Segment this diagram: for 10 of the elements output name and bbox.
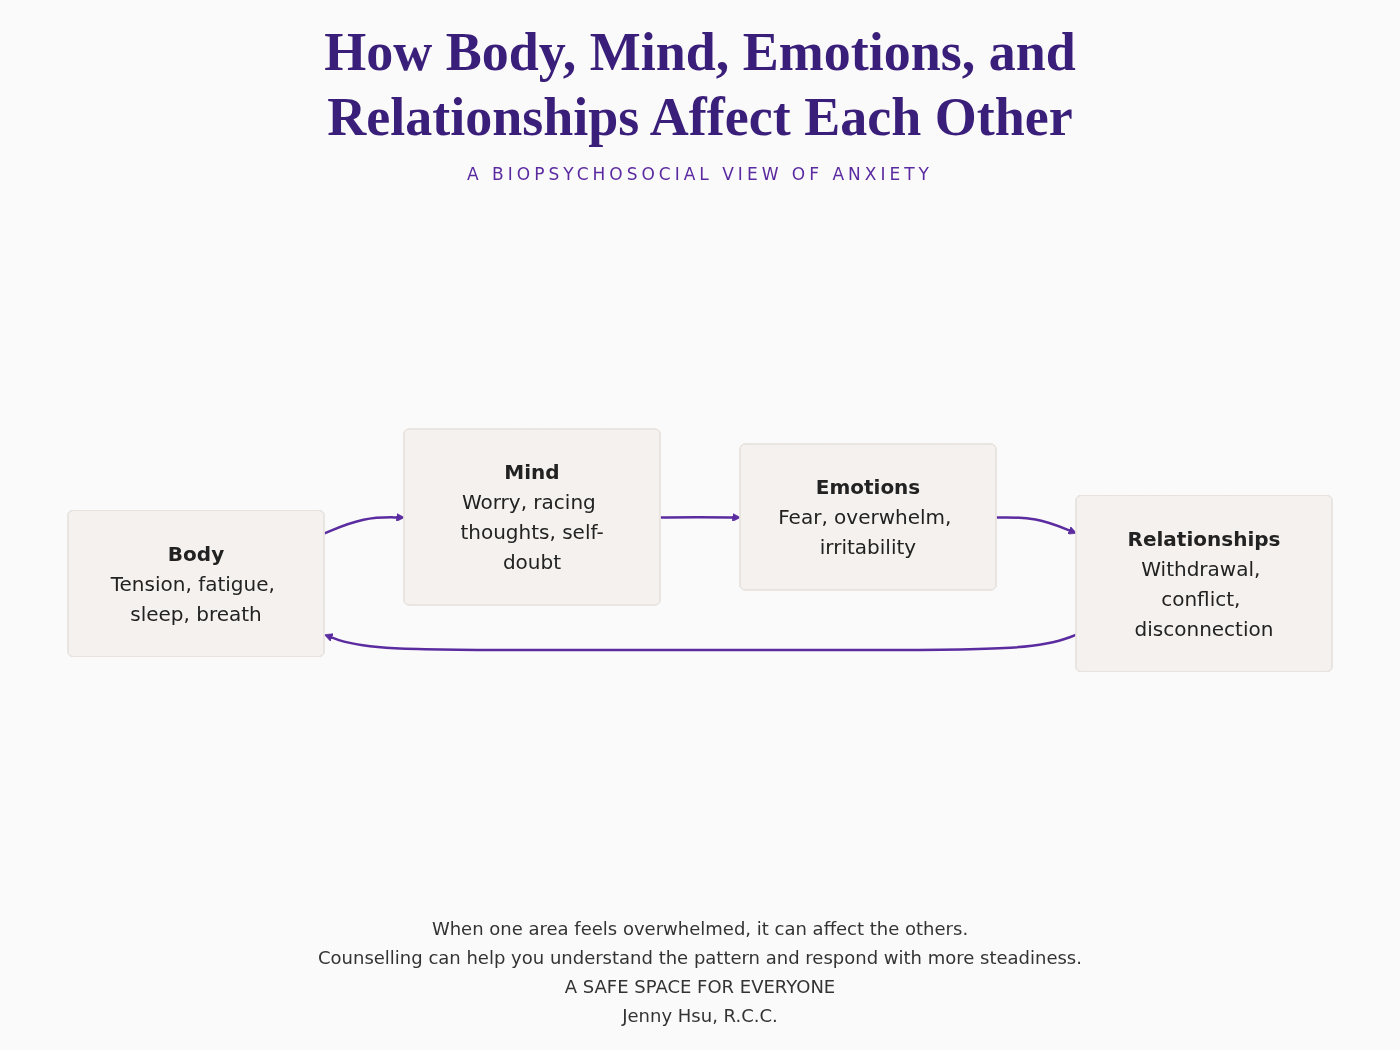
arrow — [660, 512, 741, 522]
subtitle: A BIOPSYCHOSOCIAL VIEW OF ANXIETY — [467, 163, 933, 184]
note-text: When one area feels overwhelmed, it can affect the others. — [431, 918, 969, 939]
arrow — [996, 515, 1077, 534]
title: How Body, Mind, Emotions, and Relationships Affect Each Other — [323, 21, 1077, 149]
author-name: Jenny Hsu, R.C.C. — [622, 1005, 778, 1026]
arrow — [324, 512, 405, 535]
arrow — [324, 633, 1077, 651]
note-text: Counselling can help you understand the pattern and respond with more steadiness. — [318, 947, 1082, 968]
tagline-text: A SAFE SPACE FOR EVERYONE — [564, 976, 836, 997]
